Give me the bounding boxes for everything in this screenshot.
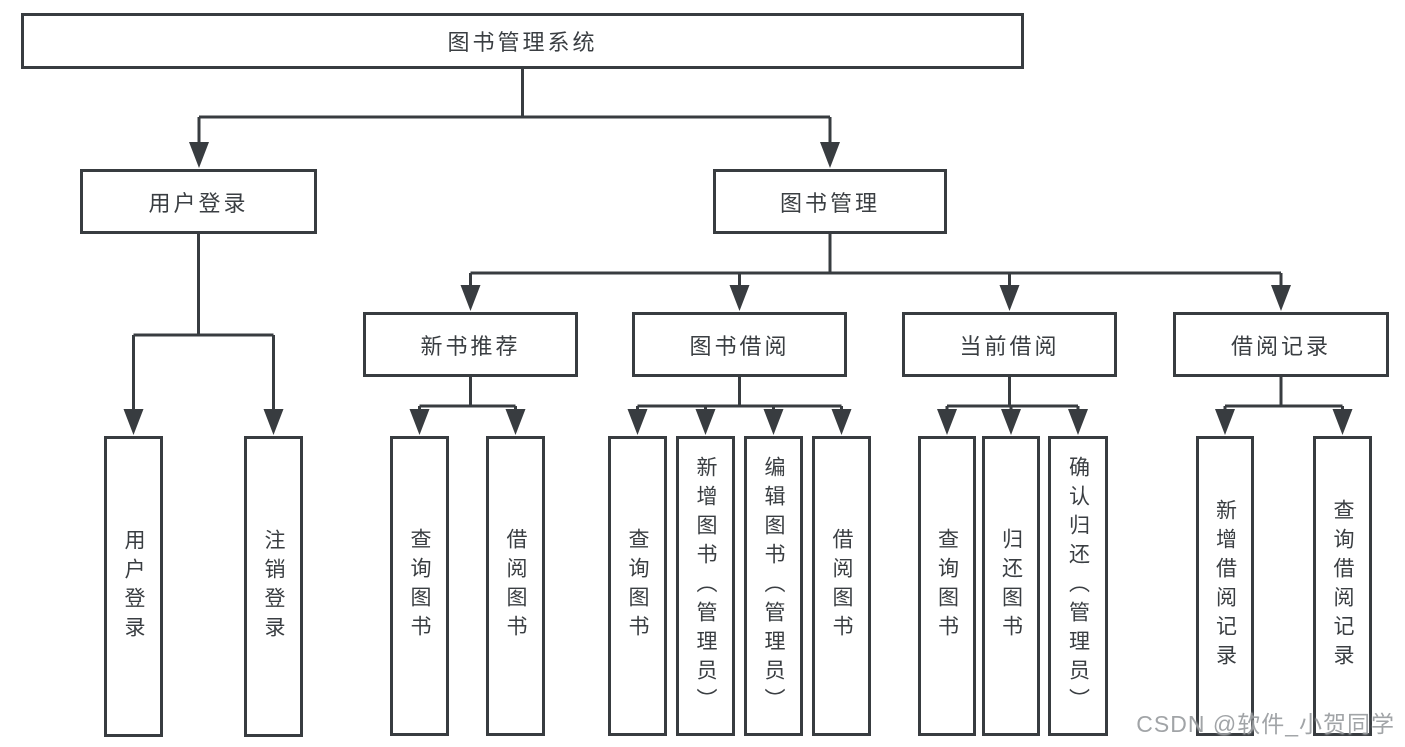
leaf-borrow-books-recommend-label: 借阅图书 bbox=[504, 528, 527, 644]
leaf-query-borrow-record: 查询借阅记录 bbox=[1313, 436, 1372, 736]
leaf-query-books-current: 查询图书 bbox=[918, 436, 976, 736]
node-current-borrowing-label: 当前借阅 bbox=[959, 333, 1060, 359]
leaf-return-books: 归还图书 bbox=[982, 436, 1040, 736]
node-new-book-recommendation: 新书推荐 bbox=[363, 312, 578, 377]
leaf-add-borrow-record: 新增借阅记录 bbox=[1196, 436, 1254, 736]
leaf-logout: 注销登录 bbox=[244, 436, 303, 737]
node-borrow-records-label: 借阅记录 bbox=[1230, 333, 1331, 359]
node-book-borrowing-label: 图书借阅 bbox=[689, 333, 790, 359]
leaf-borrow-books-recommend: 借阅图书 bbox=[486, 436, 545, 736]
node-user-login: 用户登录 bbox=[80, 169, 317, 234]
leaf-user-login: 用户登录 bbox=[104, 436, 163, 737]
leaf-query-books-borrowing-label: 查询图书 bbox=[626, 528, 649, 644]
node-root-label: 图书管理系统 bbox=[447, 30, 598, 55]
leaf-add-borrow-record-label: 新增借阅记录 bbox=[1213, 499, 1237, 673]
leaf-return-books-label: 归还图书 bbox=[999, 528, 1023, 644]
leaf-add-books-admin-label: 新增图书（管理员） bbox=[694, 455, 717, 717]
leaf-query-books-recommend: 查询图书 bbox=[390, 436, 449, 736]
node-user-login-label: 用户登录 bbox=[148, 190, 249, 216]
node-current-borrowing: 当前借阅 bbox=[902, 312, 1117, 377]
node-book-management: 图书管理 bbox=[713, 169, 947, 234]
leaf-query-books-borrowing: 查询图书 bbox=[608, 436, 667, 736]
watermark: CSDN @软件_小贺同学 bbox=[1136, 711, 1395, 737]
leaf-logout-label: 注销登录 bbox=[262, 528, 285, 645]
leaf-borrow-books-borrowing-label: 借阅图书 bbox=[830, 528, 853, 644]
node-borrow-records: 借阅记录 bbox=[1173, 312, 1389, 377]
leaf-edit-books-admin: 编辑图书（管理员） bbox=[744, 436, 803, 736]
node-root: 图书管理系统 bbox=[21, 13, 1024, 69]
node-book-borrowing: 图书借阅 bbox=[632, 312, 847, 377]
leaf-confirm-return-admin: 确认归还（管理员） bbox=[1048, 436, 1108, 736]
leaf-query-borrow-record-label: 查询借阅记录 bbox=[1331, 499, 1354, 673]
leaf-edit-books-admin-label: 编辑图书（管理员） bbox=[762, 455, 785, 717]
leaf-user-login-label: 用户登录 bbox=[122, 528, 145, 645]
leaf-query-books-recommend-label: 查询图书 bbox=[408, 528, 431, 644]
leaf-confirm-return-admin-label: 确认归还（管理员） bbox=[1066, 455, 1090, 717]
leaf-add-books-admin: 新增图书（管理员） bbox=[676, 436, 735, 736]
node-book-management-label: 图书管理 bbox=[779, 190, 880, 216]
leaf-query-books-current-label: 查询图书 bbox=[935, 528, 959, 644]
leaf-borrow-books-borrowing: 借阅图书 bbox=[812, 436, 871, 736]
node-new-book-recommendation-label: 新书推荐 bbox=[420, 333, 521, 359]
